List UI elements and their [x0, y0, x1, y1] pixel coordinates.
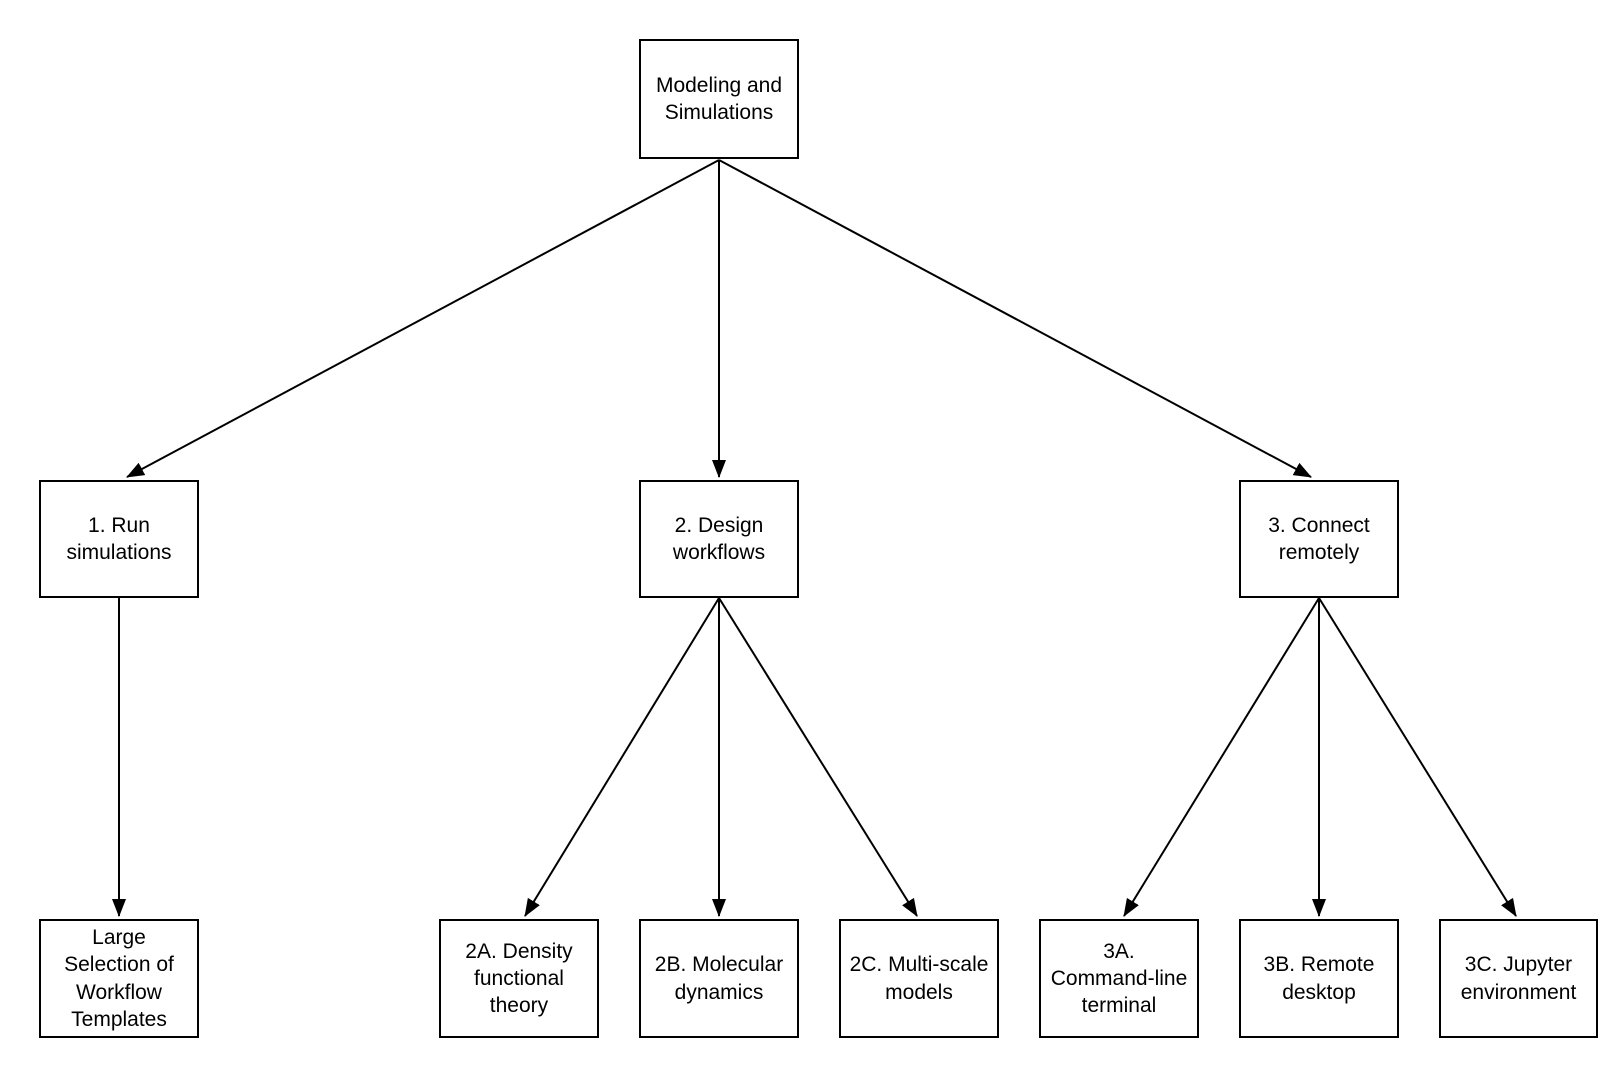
node-command-line-terminal: 3A. Command-line terminal	[1039, 919, 1199, 1038]
edge-design-to-multi-scale-models	[718, 597, 918, 917]
node-design-workflows: 2. Design workflows	[639, 480, 799, 598]
node-label: 2. Design workflows	[672, 513, 766, 564]
node-label: Large Selection of Workflow Templates	[64, 925, 174, 1031]
edge-root-to-run-simulations	[126, 159, 720, 478]
node-label: 3A. Command-line terminal	[1050, 939, 1188, 1018]
node-remote-desktop: 3B. Remote desktop	[1239, 919, 1399, 1038]
node-label: 2A. Density functional theory	[465, 939, 573, 1018]
edge-design-to-density-functional-theory	[524, 597, 720, 917]
node-connect-remotely: 3. Connect remotely	[1239, 480, 1399, 598]
node-molecular-dynamics: 2B. Molecular dynamics	[639, 919, 799, 1038]
edge-connect-to-command-line-terminal	[1123, 597, 1320, 917]
node-label: 2C. Multi-scale models	[849, 953, 989, 1004]
node-density-functional-theory: 2A. Density functional theory	[439, 919, 599, 1038]
node-label: 3. Connect remotely	[1268, 513, 1370, 564]
node-run-simulations: 1. Run simulations	[39, 480, 199, 598]
node-modeling-and-simulations: Modeling and Simulations	[639, 39, 799, 159]
node-label: 2B. Molecular dynamics	[654, 953, 784, 1004]
node-multi-scale-models: 2C. Multi-scale models	[839, 919, 999, 1038]
node-label: 3C. Jupyter environment	[1460, 953, 1577, 1004]
node-workflow-templates: Large Selection of Workflow Templates	[39, 919, 199, 1038]
node-label: 1. Run simulations	[66, 513, 172, 564]
node-label: Modeling and Simulations	[655, 73, 783, 124]
node-label: 3B. Remote desktop	[1263, 953, 1375, 1004]
edge-root-to-connect-remotely	[718, 159, 1312, 478]
edge-connect-to-jupyter-environment	[1318, 597, 1517, 917]
node-jupyter-environment: 3C. Jupyter environment	[1439, 919, 1598, 1038]
